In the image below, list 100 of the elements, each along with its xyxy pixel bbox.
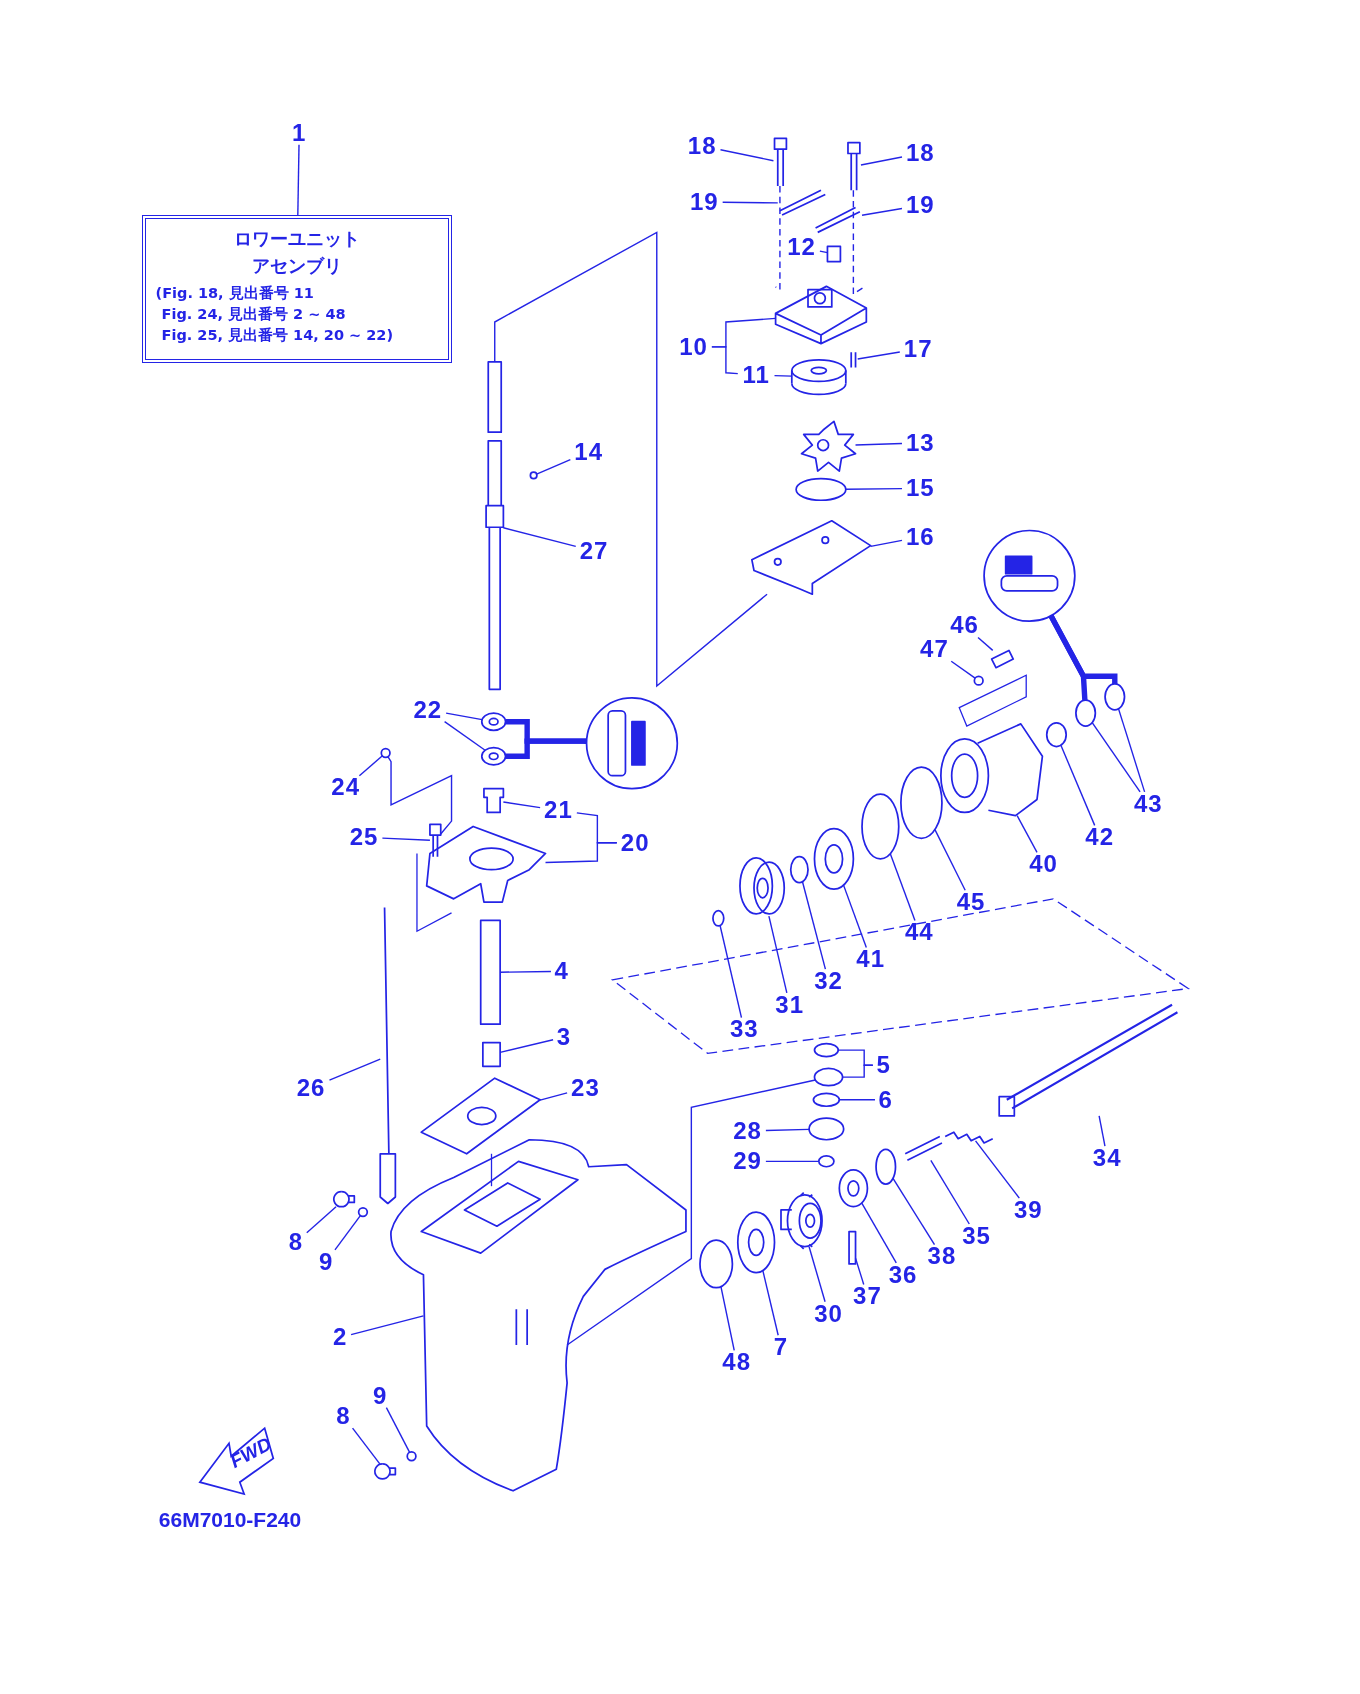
washer-plate [779,189,827,216]
leader-line [774,185,781,291]
bearing [736,1211,776,1274]
callout-number: 8 [288,1230,304,1255]
drawing-code: 66M7010-F240 [158,1508,302,1532]
callout-number: 24 [331,775,360,800]
callout-number: 43 [1133,791,1163,816]
leader-line [720,1285,735,1352]
leader-line [535,458,572,475]
washer-plate [814,206,861,234]
propeller-shaft [998,1003,1179,1117]
leader-line [765,1128,810,1132]
pump-housing [774,285,868,345]
callout-number: 7 [773,1335,789,1360]
spring [944,1131,994,1144]
leader-line [721,201,779,204]
shim [813,1042,840,1058]
callout-number: 15 [906,476,935,501]
o-ring [380,747,391,759]
insert-cartridge [790,358,847,396]
leader-line [502,801,541,809]
bearing-housing [425,825,547,903]
leader-line [1060,744,1096,827]
leader-line [539,1092,568,1101]
oil-seal [1104,683,1126,711]
o-ring [699,1239,734,1289]
leader-line [808,1246,826,1303]
callout-number: 41 [856,947,885,972]
leader-line [350,1315,425,1336]
callout-number: 45 [956,890,986,914]
callout-number: 20 [620,830,650,855]
callout-number: 28 [733,1119,762,1143]
callout-number: 2 [333,1325,348,1350]
leader-line [306,1206,337,1234]
leader-line [387,756,453,835]
callout-number: 19 [689,190,719,214]
leader-line [845,487,903,490]
callout-number: 22 [413,697,443,722]
callout-number: 35 [962,1223,991,1248]
oil-seal [1075,699,1097,727]
leader-line [351,1427,381,1465]
bearing [480,746,507,766]
callout-number: 12 [787,235,816,260]
clutch-dog [838,1169,869,1208]
bolt [990,649,1015,669]
bolt [773,137,788,187]
leader-line [768,915,788,994]
leader-line [381,837,431,841]
callout-number: 5 [876,1053,891,1078]
leader-line [566,1079,817,1346]
callout-number: 16 [906,524,935,549]
lower-case [390,1138,687,1492]
leader-line [1048,614,1118,684]
nut [817,1155,835,1168]
leader-line [445,712,483,721]
callout-number: 47 [920,637,949,662]
leader-line [801,881,827,970]
callout-number: 8 [336,1404,351,1429]
direction-label: FWD [227,1434,275,1472]
shim [812,1092,841,1108]
leader-line [1091,721,1141,793]
reference-note: Fig. 25, 見出番号 14, 20 ~ 22) [160,326,394,345]
leader-line [869,539,903,548]
leader-line [930,1159,970,1225]
shim [789,855,809,884]
leader-line [889,853,916,922]
callout-number: 9 [373,1383,388,1408]
callout-number: 38 [927,1244,957,1269]
callout-number: 10 [679,334,708,359]
leader-line [765,1160,820,1163]
callout-number: 32 [814,968,843,993]
gasket-washer [357,1206,369,1218]
callout-number: 3 [556,1025,572,1049]
bolt [429,823,442,858]
leader-line [974,1140,1020,1199]
callout-number: 26 [296,1075,326,1100]
shift-rod [379,906,397,1205]
callout-number: 37 [853,1284,882,1309]
leader-line [358,755,384,777]
callout-number: 11 [742,362,770,387]
leader-line [841,1064,874,1078]
leader-line [544,841,618,864]
leader-line [297,144,300,216]
leader-line [977,636,994,652]
callout-number: 29 [733,1149,762,1174]
leader-line [1016,814,1038,854]
plug [374,1462,397,1480]
impeller [800,420,857,472]
reference-note: Fig. 24, 見出番号 2 ~ 48 [160,304,346,324]
leader-line [842,884,868,949]
leader-line [711,346,739,375]
callout-number: 6 [878,1087,893,1112]
pin [904,1135,943,1162]
grease-icon [585,697,679,790]
o-ring [861,793,900,860]
washer [973,675,984,686]
circlip [875,1148,897,1185]
leader-line [1098,1115,1106,1147]
bevel-gear [780,1191,823,1250]
drive-shaft [485,361,505,691]
